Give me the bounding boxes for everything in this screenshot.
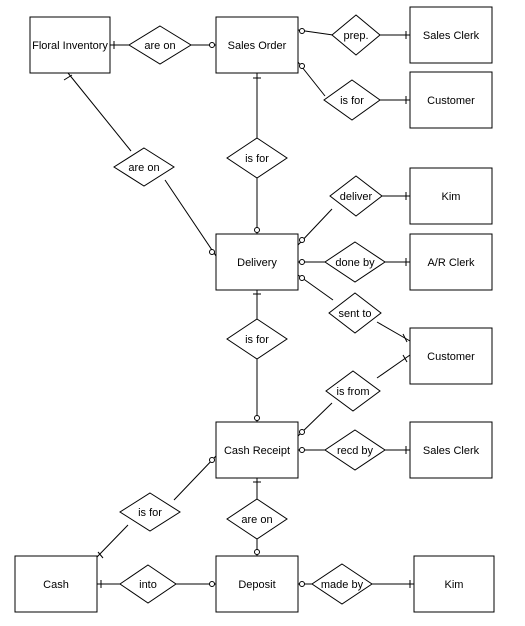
rel-label: into — [139, 579, 157, 591]
rel-label: are on — [144, 40, 175, 52]
rel-made-by[interactable]: made by — [311, 563, 373, 605]
entity-label: Sales Clerk — [423, 445, 480, 457]
rel-label: recd by — [337, 445, 374, 457]
rel-label: sent to — [338, 308, 371, 320]
rel-done-by[interactable]: done by — [324, 241, 386, 283]
entity-customer-middle[interactable]: Customer — [409, 327, 493, 385]
rel-is-for-delivery-receipt[interactable]: is for — [226, 318, 288, 360]
entity-sales-clerk-bottom[interactable]: Sales Clerk — [409, 421, 493, 479]
entity-label: Sales Clerk — [423, 30, 480, 42]
rel-label: prep. — [343, 30, 368, 42]
entity-label: Kim — [445, 579, 464, 591]
entity-kim-top[interactable]: Kim — [409, 167, 493, 225]
entity-label: Floral Inventory — [32, 40, 108, 52]
rel-is-for-order-customer[interactable]: is for — [323, 79, 381, 121]
rel-deliver[interactable]: deliver — [329, 175, 383, 217]
cardinality-marks — [63, 28, 411, 588]
rel-label: is for — [245, 153, 269, 165]
rel-is-from[interactable]: is from — [325, 370, 381, 412]
entity-customer-top[interactable]: Customer — [409, 71, 493, 129]
entity-kim-bottom[interactable]: Kim — [413, 555, 495, 613]
rel-is-for-cash-receipt[interactable]: is for — [119, 492, 181, 532]
entity-label: Kim — [442, 191, 461, 203]
rel-recd-by[interactable]: recd by — [324, 429, 386, 471]
entity-label: Deposit — [238, 579, 275, 591]
rel-label: is for — [340, 95, 364, 107]
rel-is-for-order-delivery[interactable]: is for — [226, 137, 288, 179]
entity-deposit[interactable]: Deposit — [215, 555, 299, 613]
rel-are-on-receipt-deposit[interactable]: are on — [226, 498, 288, 540]
entity-sales-order[interactable]: Sales Order — [215, 16, 299, 74]
entity-label: A/R Clerk — [427, 257, 475, 269]
entity-label: Cash Receipt — [224, 445, 290, 457]
rel-label: made by — [321, 579, 364, 591]
entity-sales-clerk-top[interactable]: Sales Clerk — [409, 6, 493, 64]
entity-label: Customer — [427, 351, 475, 363]
rel-prep[interactable]: prep. — [331, 14, 381, 56]
entity-ar-clerk[interactable]: A/R Clerk — [409, 233, 493, 291]
rel-label: done by — [335, 257, 375, 269]
entity-label: Delivery — [237, 257, 277, 269]
rel-label: are on — [241, 514, 272, 526]
entity-cash-receipt[interactable]: Cash Receipt — [215, 421, 299, 479]
rel-label: is from — [337, 386, 370, 398]
entity-label: Sales Order — [228, 40, 287, 52]
rel-sent-to[interactable]: sent to — [328, 292, 382, 334]
entity-floral-inventory[interactable]: Floral Inventory — [29, 16, 111, 74]
entity-delivery[interactable]: Delivery — [215, 233, 299, 291]
entity-label: Customer — [427, 95, 475, 107]
entity-cash[interactable]: Cash — [14, 555, 98, 613]
rel-label: deliver — [340, 191, 373, 203]
rel-into[interactable]: into — [119, 564, 177, 604]
rel-label: is for — [245, 334, 269, 346]
rel-label: is for — [138, 507, 162, 519]
rel-are-on-inventory-order[interactable]: are on — [128, 25, 192, 65]
rel-are-on-inventory-delivery[interactable]: are on — [113, 147, 175, 187]
entity-label: Cash — [43, 579, 69, 591]
rel-label: are on — [128, 162, 159, 174]
